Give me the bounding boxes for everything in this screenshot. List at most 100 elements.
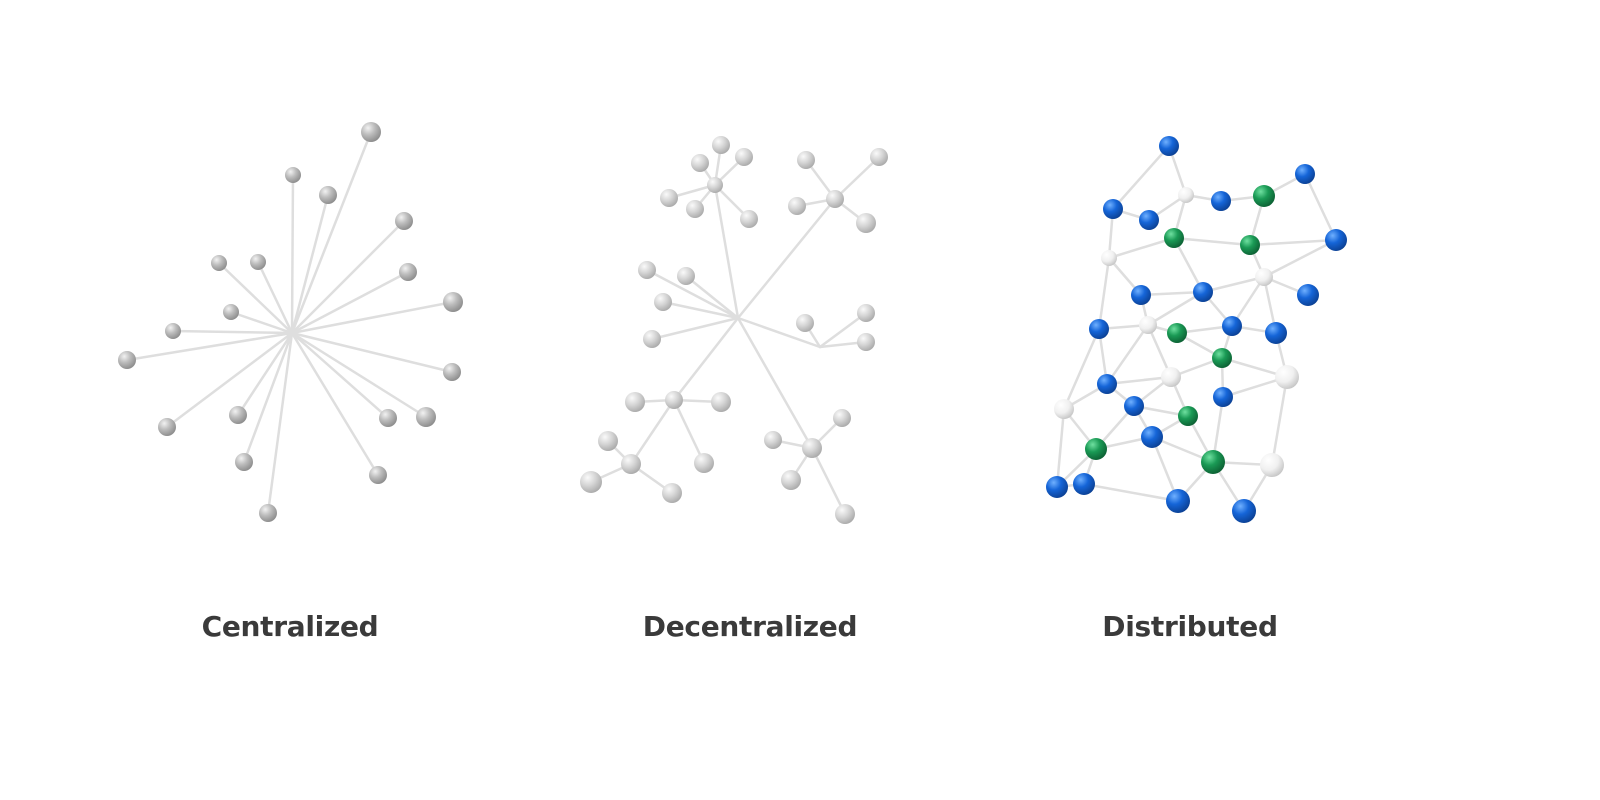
distributed-edge [1107,236,1176,260]
distributed-node-blue [1073,473,1095,495]
centralized-edge [242,331,294,464]
distributed-node-blue [1159,136,1179,156]
distributed-node-blue [1141,426,1163,448]
decentralized-node [662,483,682,503]
decentralized-node [625,392,645,412]
decentralized-edge [661,300,740,320]
centralized-edge [290,219,406,335]
distributed-node-green [1201,450,1225,474]
distributed-node-blue [1097,374,1117,394]
distributed-edge [1111,144,1171,211]
centralized-edge [256,260,294,335]
distributed-node-green [1240,235,1260,255]
caption-decentralized: Decentralized [642,610,858,643]
decentralized-node [677,267,695,285]
distributed-edge [1172,236,1252,247]
distributed-node-green [1253,185,1275,207]
decentralized-hub-node [802,438,822,458]
decentralized-node [857,333,875,351]
decentralized-edge [833,155,881,201]
centralized-node [443,363,461,381]
centralized-node [211,255,227,271]
distributed-node-blue [1131,285,1151,305]
decentralized-network [580,136,888,524]
centralized-edge [290,270,410,335]
distributed-node-white [1054,399,1074,419]
decentralized-hub-node [665,391,683,409]
distributed-edge [1062,327,1101,411]
distributed-node-white [1260,453,1284,477]
distributed-node-blue [1089,319,1109,339]
distributed-node-green [1212,348,1232,368]
distributed-edge [1139,290,1205,297]
centralized-edge [165,331,294,429]
centralized-node [235,453,253,471]
caption-distributed: Distributed [1102,610,1278,643]
centralized-edge [266,331,294,515]
decentralized-edge [672,398,706,465]
decentralized-node [691,154,709,172]
distributed-node-blue [1265,322,1287,344]
decentralized-node [797,151,815,169]
decentralized-node [835,504,855,524]
distributed-node-blue [1213,387,1233,407]
centralized-edge [229,310,294,335]
decentralized-node [638,261,656,279]
distributed-edge [1248,238,1338,247]
decentralized-node [856,213,876,233]
decentralized-edge [736,316,822,349]
centralized-node [223,304,239,320]
centralized-edge [236,331,294,417]
decentralized-node [857,304,875,322]
decentralized-node [735,148,753,166]
decentralized-edge [818,311,868,349]
distributed-edge [1105,375,1173,386]
centralized-edge [171,329,294,335]
distributed-edge [1105,323,1150,386]
centralized-edge [290,173,295,335]
distributed-node-green [1178,406,1198,426]
distributed-edge [1270,375,1289,467]
centralized-edge [217,261,294,335]
decentralized-node [781,470,801,490]
decentralized-node [654,293,672,311]
decentralized-node [686,200,704,218]
distributed-node-white [1255,268,1273,286]
distributed-node-blue [1124,396,1144,416]
centralized-node [395,212,413,230]
distributed-edge [1303,172,1338,242]
distributed-edge [1146,290,1205,327]
decentralized-node [580,471,602,493]
distributed-node-blue [1046,476,1068,498]
decentralized-node [694,453,714,473]
centralized-edge [290,331,428,419]
decentralized-edge [736,197,837,320]
distributed-node-green [1164,228,1184,248]
centralized-edge [290,300,455,335]
centralized-node [443,292,463,312]
centralized-edge [290,130,373,335]
distributed-node-blue [1103,199,1123,219]
distributed-node-white [1139,316,1157,334]
decentralized-node [711,392,731,412]
centralized-node [165,323,181,339]
decentralized-node [870,148,888,166]
decentralized-edge [736,316,814,450]
centralized-node [361,122,381,142]
centralized-node [259,504,277,522]
distributed-node-blue [1232,499,1256,523]
decentralized-node [598,431,618,451]
decentralized-node [712,136,730,154]
centralized-node [229,406,247,424]
distributed-node-blue [1211,191,1231,211]
distributed-node-white [1178,187,1194,203]
distributed-node-blue [1295,164,1315,184]
decentralized-node [643,330,661,348]
distributed-edge [1055,407,1066,489]
decentralized-edge [672,316,740,402]
centralized-edge [290,331,390,420]
distributed-node-white [1101,250,1117,266]
centralized-node [319,186,337,204]
centralized-network [118,122,463,522]
